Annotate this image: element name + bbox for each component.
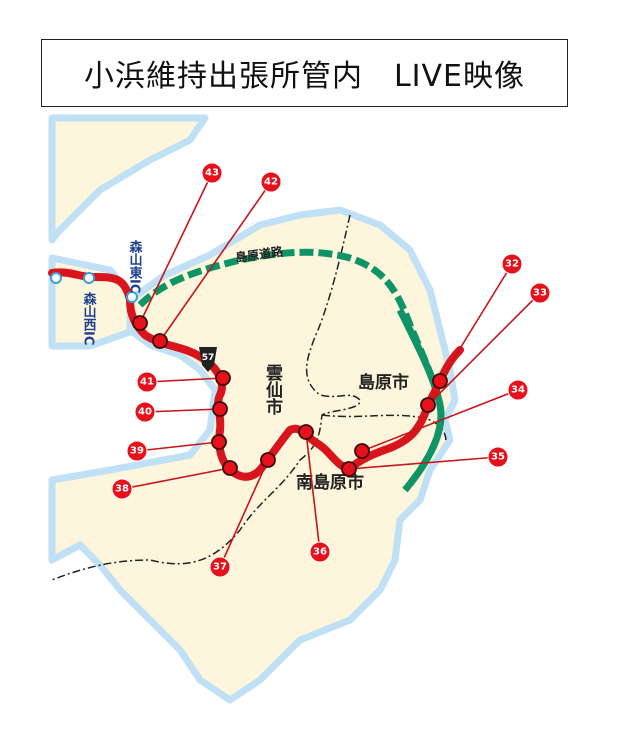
ic-icon (50, 272, 62, 284)
camera-number: 38 (115, 484, 129, 495)
interchanges: 森山東IC 森山西IC (50, 239, 143, 345)
camera-dot[interactable] (432, 373, 448, 389)
camera-34[interactable]: 34 (354, 379, 529, 459)
camera-dot[interactable] (354, 443, 370, 459)
leader-line (361, 389, 519, 452)
camera-42[interactable]: 42 (152, 171, 282, 349)
camera-number-badge[interactable] (126, 440, 148, 462)
road-name-label: 島原道路 (234, 243, 285, 265)
camera-number: 42 (264, 177, 278, 188)
leader-line (121, 467, 231, 490)
camera-number-badge[interactable] (111, 478, 133, 500)
camera-number: 34 (511, 385, 525, 396)
place-shimabara: 島原市 (358, 372, 409, 393)
camera-40[interactable]: 40 (134, 401, 228, 423)
camera-dot[interactable] (420, 397, 436, 413)
camera-39[interactable]: 39 (126, 434, 227, 462)
camera-dot[interactable] (152, 333, 168, 349)
place-unzen: 雲仙市 (262, 364, 283, 415)
camera-number-badge[interactable] (260, 171, 282, 193)
camera-33[interactable]: 33 (420, 282, 551, 413)
camera-number-badge[interactable] (201, 162, 223, 184)
ic-label-moriyama-nishi: 森山西IC (81, 291, 97, 345)
camera-number: 35 (491, 452, 505, 463)
camera-number: 40 (138, 407, 152, 418)
camera-number-badge[interactable] (501, 253, 523, 275)
camera-number-badge[interactable] (487, 446, 509, 468)
camera-dot[interactable] (222, 460, 238, 476)
camera-number: 33 (533, 288, 547, 299)
camera-dot[interactable] (212, 401, 228, 417)
ic-label-moriyama-higashi: 森山東IC (127, 239, 143, 293)
leader-line (219, 459, 269, 568)
page-title: 小浜維持出張所管内 LIVE映像 (41, 39, 568, 107)
camera-number: 37 (213, 562, 227, 573)
camera-number: 43 (205, 168, 219, 179)
route-shield: 57 (199, 347, 217, 372)
leader-line (136, 441, 220, 452)
leader-line (139, 172, 213, 324)
camera-number-badge[interactable] (136, 371, 158, 393)
route-shield-icon (199, 347, 217, 372)
camera-number-badge[interactable] (209, 556, 231, 578)
shimabara-road (396, 308, 445, 493)
camera-number: 41 (140, 377, 154, 388)
leader-line (305, 431, 321, 553)
ic-icon (126, 291, 138, 303)
camera-32[interactable]: 32 (432, 253, 523, 389)
leader-line (439, 263, 513, 382)
camera-dot[interactable] (211, 434, 227, 450)
camera-dot[interactable] (260, 452, 276, 468)
camera-number: 32 (505, 259, 519, 270)
camera-41[interactable]: 41 (136, 370, 231, 393)
camera-dot[interactable] (341, 461, 357, 477)
svg-text:57: 57 (202, 353, 215, 363)
leader-line (159, 181, 272, 342)
land (48, 114, 459, 704)
leader-line (348, 456, 499, 470)
camera-number-badge[interactable] (309, 541, 331, 563)
ic-icon (83, 272, 95, 284)
camera-markers: 43 42 41 40 39 38 37 36 35 34 33 32 (111, 162, 551, 578)
camera-35[interactable]: 35 (341, 446, 509, 477)
camera-number: 39 (130, 446, 144, 457)
camera-dot[interactable] (132, 315, 148, 331)
camera-36[interactable]: 36 (298, 424, 331, 563)
leader-line (146, 377, 224, 383)
camera-43[interactable]: 43 (132, 162, 223, 331)
camera-dot[interactable] (215, 370, 231, 386)
city-boundaries (51, 214, 447, 581)
camera-number-badge[interactable] (529, 282, 551, 304)
camera-38[interactable]: 38 (111, 460, 238, 500)
camera-number-badge[interactable] (134, 401, 156, 423)
leader-line (144, 408, 221, 413)
camera-number-badge[interactable] (507, 379, 529, 401)
camera-37[interactable]: 37 (209, 452, 276, 578)
camera-number: 36 (313, 547, 327, 558)
leader-line (427, 292, 541, 406)
camera-dot[interactable] (298, 424, 314, 440)
